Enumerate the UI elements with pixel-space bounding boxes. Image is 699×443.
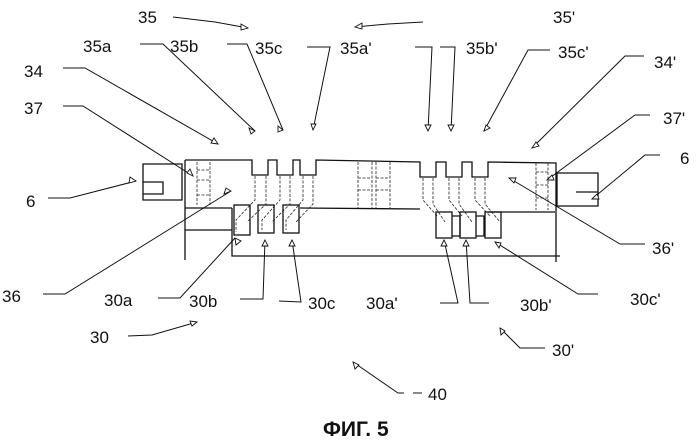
label-35c-prime: 35c' — [558, 43, 589, 62]
label-36-prime: 36' — [652, 239, 674, 258]
body-bottom-outline — [185, 208, 560, 256]
label-34: 34 — [24, 62, 43, 81]
right-connector — [557, 173, 598, 206]
label-35c: 35c — [255, 39, 283, 58]
leader-lines — [43, 17, 660, 393]
label-30c-prime: 30c' — [630, 290, 661, 309]
label-30c: 30c — [308, 294, 336, 313]
right-wall — [536, 163, 548, 210]
label-30a-prime: 30a' — [366, 294, 398, 313]
label-30b: 30b — [189, 292, 217, 311]
arrowheads — [129, 23, 599, 369]
label-35a: 35a — [83, 37, 112, 56]
label-30: 30 — [90, 328, 109, 347]
right-channels — [423, 178, 501, 238]
label-6-left: 6 — [26, 192, 35, 211]
left-wall — [197, 162, 210, 205]
center-wall-2 — [376, 162, 390, 208]
label-35b: 35b — [170, 37, 198, 56]
label-30a: 30a — [104, 291, 133, 310]
label-30b-prime: 30b' — [520, 296, 552, 315]
figure-caption: ФИГ. 5 — [323, 418, 389, 441]
label-40: 40 — [428, 385, 447, 404]
label-35a-prime: 35a' — [340, 39, 372, 58]
label-37-prime: 37' — [663, 109, 685, 128]
label-34-prime: 34' — [654, 53, 676, 72]
label-36: 36 — [2, 287, 21, 306]
device-body — [143, 160, 598, 262]
body-top-outline — [185, 160, 556, 262]
label-6-right: 6 — [680, 149, 689, 168]
label-37: 37 — [24, 99, 43, 118]
left-channels — [234, 176, 313, 235]
center-wall-1 — [358, 162, 372, 208]
label-30-prime: 30' — [552, 341, 574, 360]
label-35-prime: 35' — [553, 8, 575, 27]
label-35: 35 — [138, 8, 157, 27]
label-35b-prime: 35b' — [466, 39, 498, 58]
left-connector — [143, 164, 182, 200]
